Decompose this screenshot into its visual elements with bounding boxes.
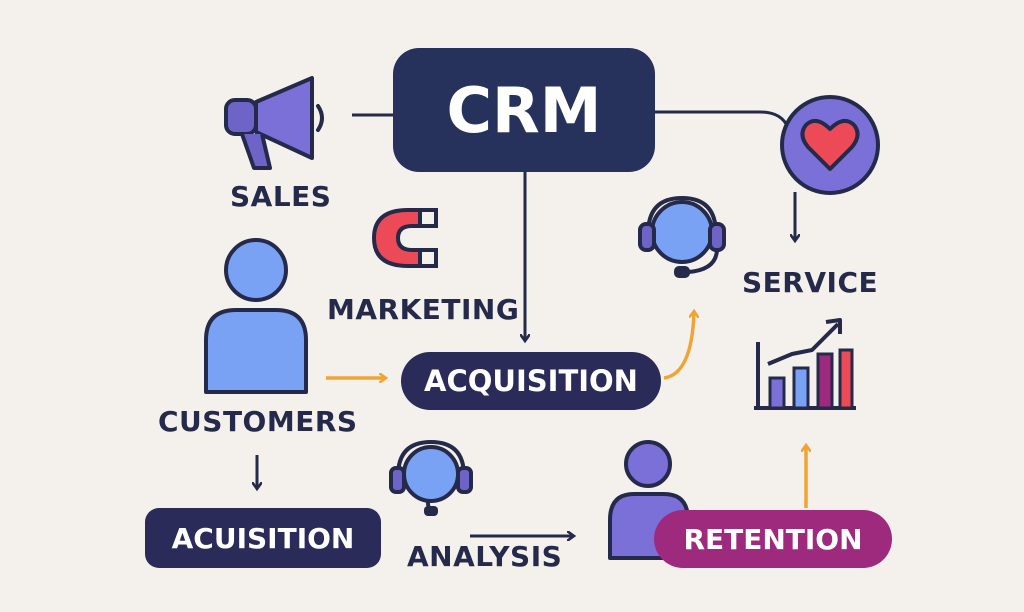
crm-title: CRM [446, 73, 602, 147]
line-crm-heart [655, 110, 790, 129]
acquisition-bottom-label: ACUISITION [171, 521, 355, 555]
marketing-label: MARKETING [327, 293, 520, 326]
customers-label: CUSTOMERS [158, 405, 358, 438]
headset-icon-bottom [389, 439, 473, 516]
acquisition-bottom-pill: ACUISITION [145, 508, 381, 568]
heart-icon [780, 95, 880, 195]
acquisition-label: ACQUISITION [424, 364, 638, 398]
retention-label: RETENTION [683, 522, 863, 556]
magnet-icon [372, 208, 438, 268]
arrow-acquisition-headset [663, 312, 694, 380]
customers-person-icon [204, 238, 308, 394]
headset-icon [638, 195, 726, 278]
service-label: SERVICE [742, 266, 879, 299]
retention-pill: RETENTION [654, 510, 892, 568]
acquisition-pill: ACQUISITION [401, 352, 661, 410]
megaphone-icon [224, 76, 324, 170]
crm-box: CRM [393, 48, 655, 172]
analysis-label: ANALYSIS [407, 540, 563, 573]
bar-chart-icon [754, 318, 856, 410]
sales-label: SALES [230, 180, 332, 213]
